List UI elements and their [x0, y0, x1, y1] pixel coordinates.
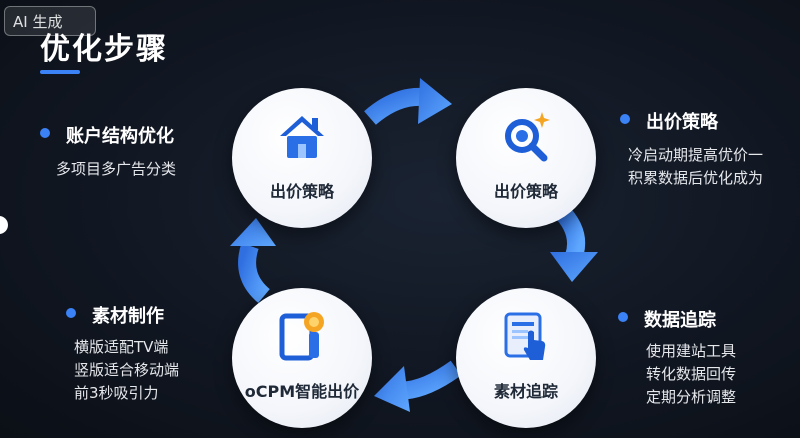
note-heading-text: 数据追踪 — [644, 310, 716, 331]
note-line: 转化数据回传 — [646, 365, 737, 383]
arrow-bottom — [374, 360, 462, 412]
arrow-top — [364, 78, 452, 125]
node-label: oCPM智能出价 — [244, 382, 360, 401]
note-line: 积累数据后优化成为 — [628, 169, 764, 187]
note-account-structure: 账户结构优化 多项目多广告分类 — [40, 122, 176, 181]
note-line: 定期分析调整 — [646, 388, 737, 406]
edge-dot — [0, 216, 8, 234]
bullet-dot — [620, 114, 630, 124]
title-underline — [40, 70, 80, 74]
step-node-ocpm: oCPM智能出价 — [232, 288, 372, 428]
note-heading: 素材制作 — [66, 302, 179, 328]
ai-generated-badge: AI 生成 — [4, 6, 96, 36]
note-material-production: 素材制作 横版适配TV端 竖版适合移动端 前3秒吸引力 — [66, 302, 179, 405]
note-line: 使用建站工具 — [646, 342, 737, 360]
note-line: 前3秒吸引力 — [74, 384, 159, 402]
home-icon — [280, 116, 324, 158]
note-heading-text: 出价策略 — [646, 112, 718, 133]
note-bid-strategy: 出价策略 冷启动期提高优价一 积累数据后优化成为 — [620, 108, 763, 190]
node-label: 素材追踪 — [493, 382, 558, 401]
note-heading-text: 账户结构优化 — [66, 126, 174, 147]
arrow-left — [230, 218, 276, 303]
node-label: 出价策略 — [269, 182, 334, 201]
step-node-bid-strategy: 出价策略 — [232, 88, 372, 228]
note-heading: 数据追踪 — [618, 306, 736, 332]
step-node-bid-strategy-2: 出价策略 — [456, 88, 596, 228]
step-node-material-tracking: 素材追踪 — [456, 288, 596, 428]
search-magnifier-icon — [505, 112, 550, 162]
note-data-tracking: 数据追踪 使用建站工具 转化数据回传 定期分析调整 — [618, 306, 736, 409]
bullet-dot — [618, 312, 628, 322]
note-line: 多项目多广告分类 — [56, 160, 177, 178]
bullet-dot — [40, 128, 50, 138]
note-line: 冷启动期提高优价一 — [628, 146, 764, 164]
tablet-lightbulb-icon — [279, 312, 324, 361]
note-line: 竖版适合移动端 — [74, 361, 180, 379]
tablet-touch-icon — [504, 312, 546, 360]
node-label: 出价策略 — [493, 182, 558, 201]
note-heading: 出价策略 — [620, 108, 763, 134]
page-title: 优化步骤 — [40, 32, 168, 67]
note-heading-text: 素材制作 — [92, 306, 164, 327]
note-line: 横版适配TV端 — [74, 338, 169, 356]
arrow-right — [550, 203, 598, 282]
bullet-dot — [66, 308, 76, 318]
note-heading: 账户结构优化 — [40, 122, 176, 148]
